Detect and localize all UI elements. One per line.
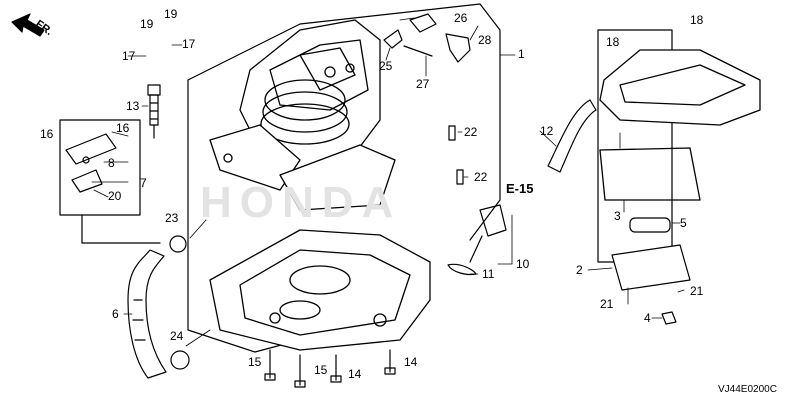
clip-24 bbox=[170, 350, 190, 370]
front-direction-arrow-icon bbox=[11, 13, 45, 37]
breather-tube bbox=[127, 249, 167, 379]
cylinder-assembly-frame-left bbox=[187, 79, 301, 353]
part-number-13: 13 bbox=[126, 99, 140, 113]
part-number-2: 2 bbox=[576, 263, 583, 277]
part-number-4: 4 bbox=[644, 311, 651, 325]
part-number-1: 1 bbox=[518, 47, 525, 61]
part-number-20: 20 bbox=[108, 189, 122, 203]
part-number-22b: 22 bbox=[474, 170, 488, 184]
part-number-25: 25 bbox=[379, 59, 393, 73]
part-number-3: 3 bbox=[614, 209, 621, 223]
part-number-22a: 22 bbox=[464, 125, 478, 139]
part-number-11: 11 bbox=[482, 267, 495, 281]
hose-12 bbox=[547, 99, 597, 173]
part-number-12: 12 bbox=[540, 124, 554, 138]
breather-valve bbox=[65, 133, 117, 193]
cover-plate-2 bbox=[611, 244, 691, 291]
bolts bbox=[264, 349, 396, 388]
part-number-7: 7 bbox=[140, 176, 147, 190]
part-number-23: 23 bbox=[165, 211, 179, 225]
oil-gauge bbox=[469, 204, 507, 263]
part-number-10: 10 bbox=[516, 257, 530, 271]
part-number-19b: 19 bbox=[164, 7, 178, 21]
part-number-17a: 17 bbox=[122, 49, 136, 63]
breather-assembly-frame bbox=[59, 119, 141, 216]
leader-6-7 bbox=[81, 214, 161, 244]
part-number-8: 8 bbox=[108, 156, 115, 170]
part-number-18b: 18 bbox=[606, 35, 620, 49]
diagram-code: VJ44E0200C bbox=[718, 384, 777, 395]
part-number-19a: 19 bbox=[140, 17, 154, 31]
part-number-14b: 14 bbox=[404, 355, 418, 369]
part-number-6: 6 bbox=[112, 307, 119, 321]
part-number-14a: 14 bbox=[348, 367, 362, 381]
rocker-parts bbox=[383, 13, 471, 63]
part-number-27: 27 bbox=[416, 77, 430, 91]
nut-4 bbox=[661, 311, 677, 325]
part-number-16b: 16 bbox=[116, 121, 130, 135]
cylinder-head bbox=[209, 19, 396, 211]
part-number-21b: 21 bbox=[690, 284, 704, 298]
head-cover bbox=[599, 49, 761, 201]
part-number-28: 28 bbox=[478, 33, 492, 47]
seal-5 bbox=[629, 217, 671, 233]
part-number-16a: 16 bbox=[40, 127, 54, 141]
o-ring-11 bbox=[447, 263, 477, 276]
spark-plug bbox=[147, 84, 161, 139]
part-number-5: 5 bbox=[680, 216, 687, 230]
part-number-15b: 15 bbox=[314, 363, 328, 377]
watermark-logo: HONDA bbox=[200, 178, 402, 227]
clip-23 bbox=[169, 235, 187, 253]
crankcase bbox=[209, 229, 431, 351]
dowel-22b bbox=[456, 169, 464, 185]
part-number-26: 26 bbox=[454, 11, 468, 25]
leader-lines bbox=[91, 17, 685, 347]
part-number-15a: 15 bbox=[248, 355, 262, 369]
part-number-17b: 17 bbox=[182, 37, 196, 51]
part-number-24: 24 bbox=[170, 329, 184, 343]
part-number-18a: 18 bbox=[690, 13, 704, 27]
dowel-22a bbox=[448, 125, 456, 141]
part-number-21a: 21 bbox=[600, 297, 614, 311]
reference-callout: E-15 bbox=[506, 181, 534, 196]
